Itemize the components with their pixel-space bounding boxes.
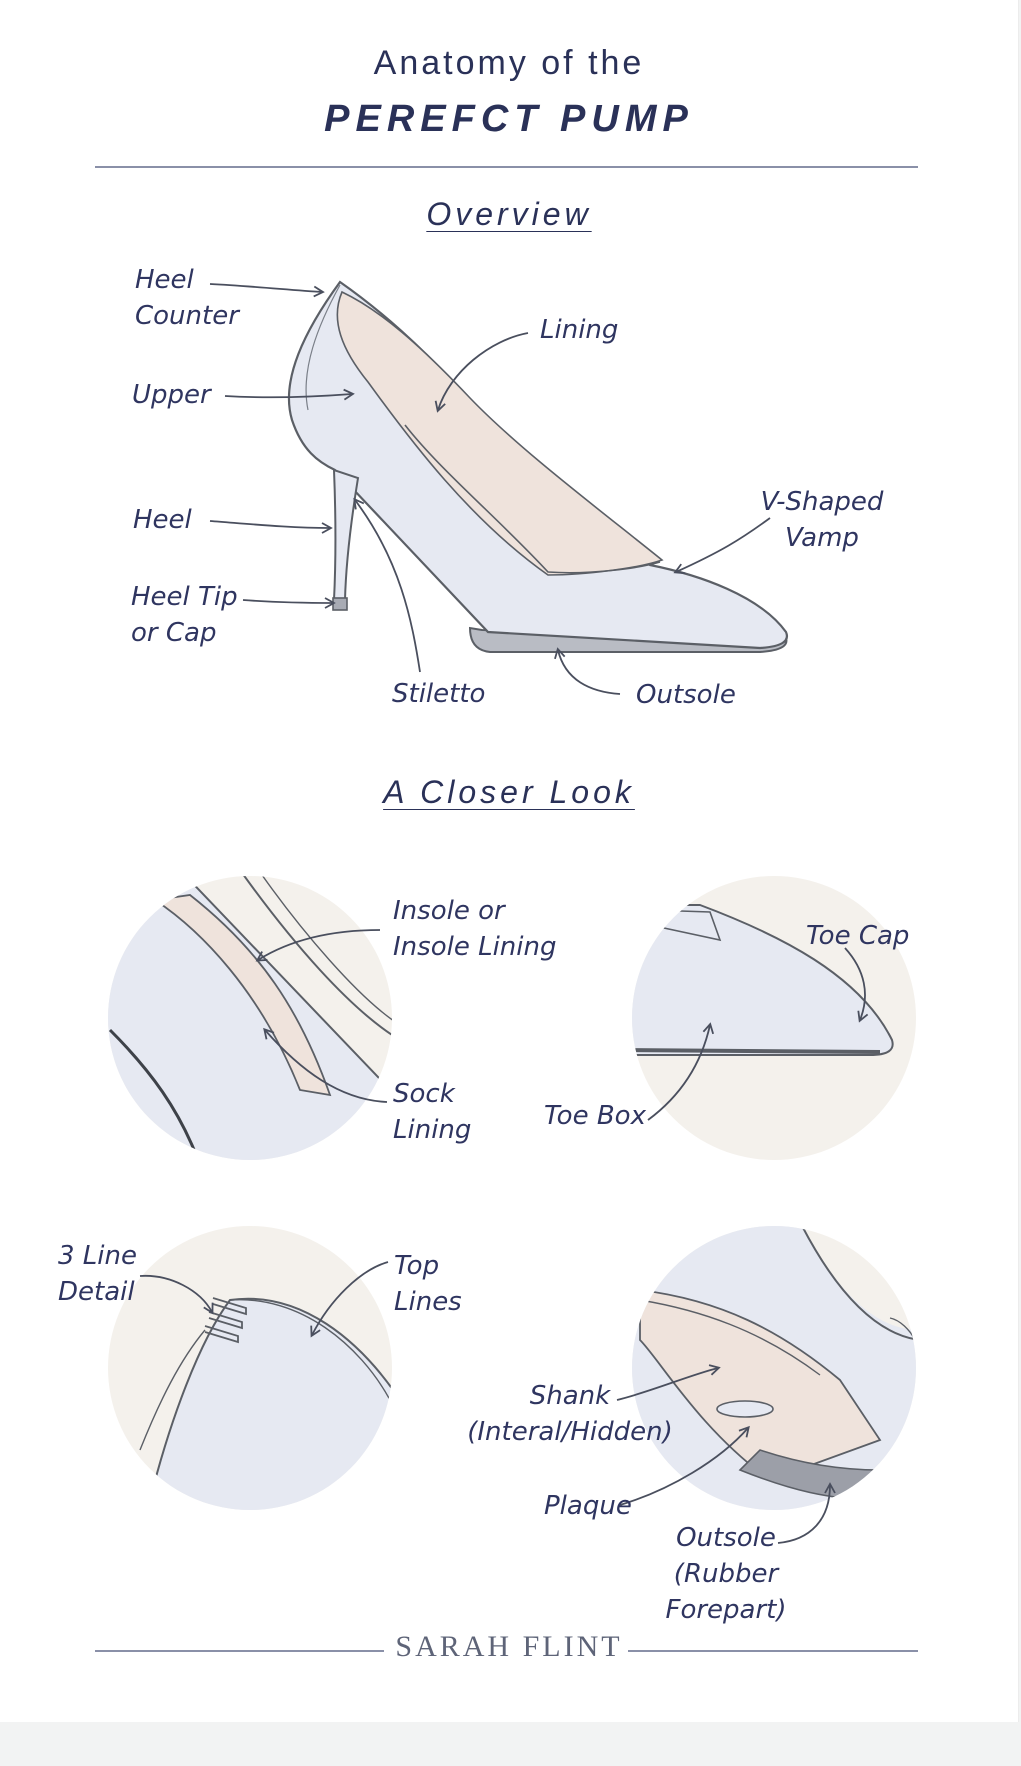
section-heading-overview: Overview	[426, 196, 592, 232]
label-stiletto: Stiletto	[392, 679, 486, 709]
brand-name: SARAH FLINT	[395, 1630, 623, 1663]
label-heel-counter: Heel Counter	[135, 265, 239, 331]
label-top-lines: Top Lines	[394, 1251, 462, 1317]
label-outsole-forepart: Outsole (Rubber Forepart)	[665, 1523, 787, 1625]
infographic-card: Anatomy of the PEREFCT PUMP Overview A C…	[0, 0, 1019, 1722]
circle-toe-detail	[632, 876, 916, 1160]
label-three-line-detail: 3 Line Detail	[58, 1241, 137, 1307]
label-heel: Heel	[133, 505, 192, 535]
title-line-1: Anatomy of the	[373, 44, 645, 82]
label-toe-cap: Toe Cap	[806, 921, 910, 951]
label-plaque: Plaque	[544, 1491, 632, 1521]
circle-insole-detail	[108, 876, 392, 1160]
overview-arrows	[209, 283, 771, 695]
circle-topline-detail	[108, 1226, 392, 1510]
label-lining: Lining	[540, 315, 619, 345]
label-upper: Upper	[132, 380, 211, 410]
section-heading-closer-look: A Closer Look	[383, 774, 635, 810]
label-shank: Shank (Interal/Hidden)	[467, 1381, 673, 1447]
circle-sole-detail	[632, 1226, 916, 1510]
label-insole: Insole or Insole Lining	[393, 896, 557, 962]
label-outsole: Outsole	[636, 680, 736, 710]
pump-illustration	[287, 280, 789, 653]
closer-arrows	[139, 929, 869, 1544]
label-heel-tip: Heel Tip or Cap	[131, 582, 238, 648]
label-v-shaped-vamp: V-Shaped Vamp	[760, 487, 884, 553]
title-line-2: PEREFCT PUMP	[324, 98, 694, 140]
label-toe-box: Toe Box	[544, 1101, 646, 1131]
label-sock-lining: Sock Lining	[393, 1079, 472, 1145]
